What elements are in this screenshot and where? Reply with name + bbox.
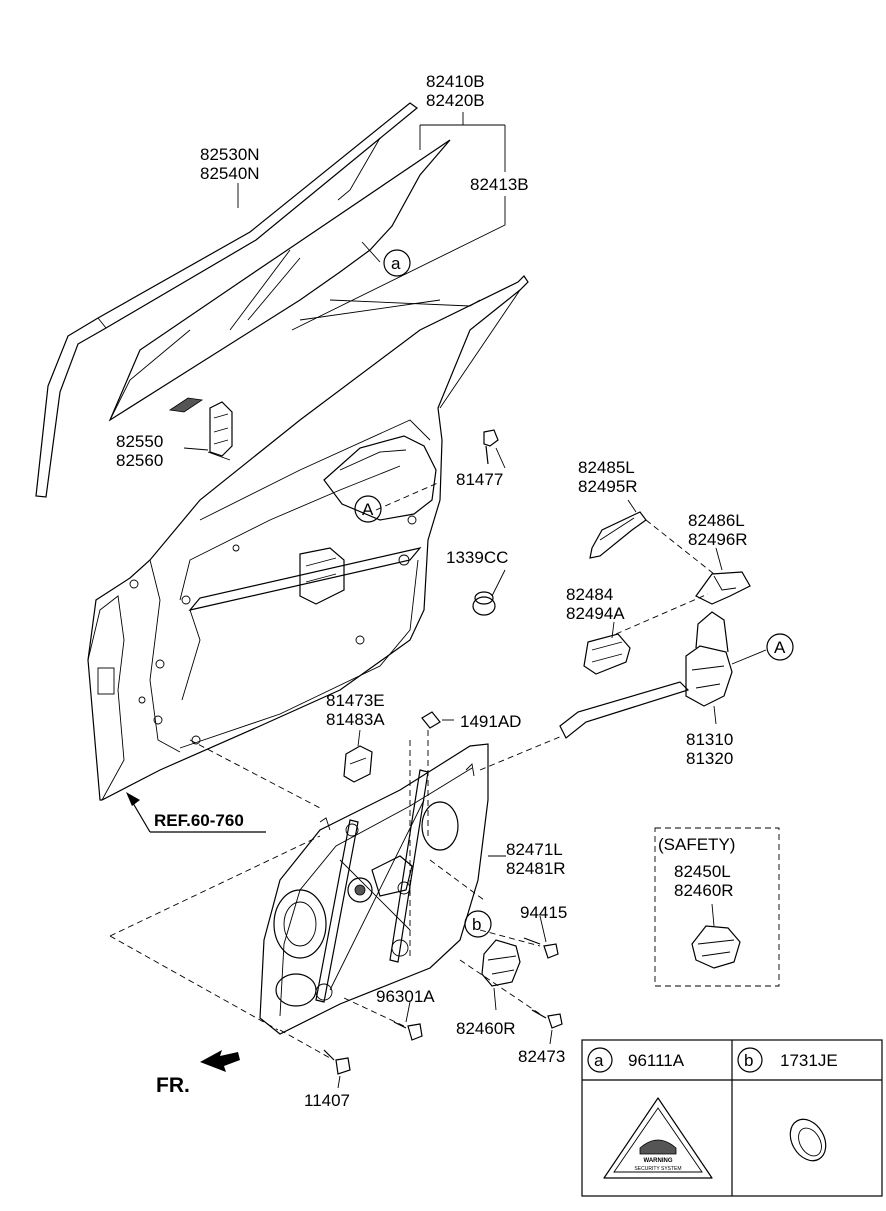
label-81483a: 81483A	[326, 710, 385, 729]
legend-table: a 96111A b 1731JE WARNING SECURITY SYSTE…	[581, 1039, 883, 1197]
legend-a-key: a	[594, 1051, 604, 1070]
legend-b-part: 1731JE	[780, 1051, 838, 1070]
sticker-line2: SECURITY SYSTEM	[634, 1166, 681, 1172]
callout-b-lower: b	[472, 915, 481, 934]
label-82481r: 82481R	[506, 859, 566, 878]
motor-82460r	[481, 939, 521, 1011]
door-glass	[108, 137, 451, 422]
bolt-82473	[531, 1009, 563, 1045]
plug-icon	[789, 1118, 827, 1162]
label-81310: 81310	[686, 730, 733, 749]
label-front: FR.	[156, 1074, 190, 1097]
inside-handle	[583, 593, 709, 675]
door-latch	[559, 611, 767, 739]
label-82496r: 82496R	[688, 530, 748, 549]
assembly-dash-lines	[109, 481, 563, 1059]
label-82460r-safety: 82460R	[674, 881, 734, 900]
label-82560: 82560	[116, 451, 163, 470]
label-81477: 81477	[456, 470, 503, 489]
label-82471l: 82471L	[506, 840, 563, 859]
label-82486l: 82486L	[688, 511, 745, 530]
glass-holder	[209, 401, 233, 457]
label-82413b: 82413B	[470, 175, 529, 194]
callout-a-upper: A	[362, 500, 374, 519]
label-1491ad: 1491AD	[460, 712, 521, 731]
leader-lines	[183, 112, 547, 943]
label-82484: 82484	[566, 585, 613, 604]
label-82460r: 82460R	[456, 1019, 516, 1038]
striker	[343, 729, 373, 783]
label-82473: 82473	[518, 1047, 565, 1066]
front-arrow-icon	[200, 1050, 240, 1072]
legend-a-part: 96111A	[628, 1051, 685, 1070]
safety-title: (SAFETY)	[658, 835, 735, 854]
legend-b-key: b	[744, 1051, 753, 1070]
outside-handle-rod	[589, 499, 647, 559]
label-1339cc: 1339CC	[446, 548, 508, 567]
callout-a-latch: A	[774, 638, 786, 657]
label-96301a: 96301A	[376, 987, 435, 1006]
callouts: a A A b	[354, 249, 794, 938]
callout-a-lower: a	[391, 254, 401, 273]
label-11407: 11407	[304, 1091, 350, 1110]
screw-96301a	[393, 1001, 423, 1041]
door-inner-frame	[87, 275, 529, 801]
warning-sticker-icon: WARNING SECURITY SYSTEM	[603, 1097, 713, 1179]
label-82494a: 82494A	[566, 604, 625, 623]
label-82530n: 82530N	[200, 145, 260, 164]
label-82485l: 82485L	[578, 458, 635, 477]
glass-run-channel	[35, 102, 418, 498]
regulator-module	[259, 743, 506, 1035]
label-82495r: 82495R	[578, 477, 638, 496]
label-82550: 82550	[116, 432, 163, 451]
screw-94415	[523, 937, 559, 959]
part-labels: 82410B 82420B 82413B 82530N 82540N 82550…	[116, 72, 748, 1110]
label-82540n: 82540N	[200, 164, 260, 183]
bolt-81477	[483, 429, 506, 469]
label-81473e: 81473E	[326, 691, 385, 710]
outside-handle	[645, 519, 751, 605]
bolt-11407	[323, 1049, 351, 1089]
label-82450l: 82450L	[674, 862, 731, 881]
label-81320: 81320	[686, 749, 733, 768]
label-ref: REF.60-760	[154, 811, 244, 830]
label-94415: 94415	[520, 903, 567, 922]
label-82410b: 82410B	[426, 72, 485, 91]
safety-box: (SAFETY) 82450L 82460R	[654, 827, 780, 987]
label-82420b: 82420B	[426, 91, 485, 110]
clip-1491ad	[421, 711, 454, 729]
ref-arrow	[126, 792, 266, 833]
grommet-1339cc	[472, 569, 506, 616]
sticker-line1: WARNING	[644, 1158, 673, 1164]
